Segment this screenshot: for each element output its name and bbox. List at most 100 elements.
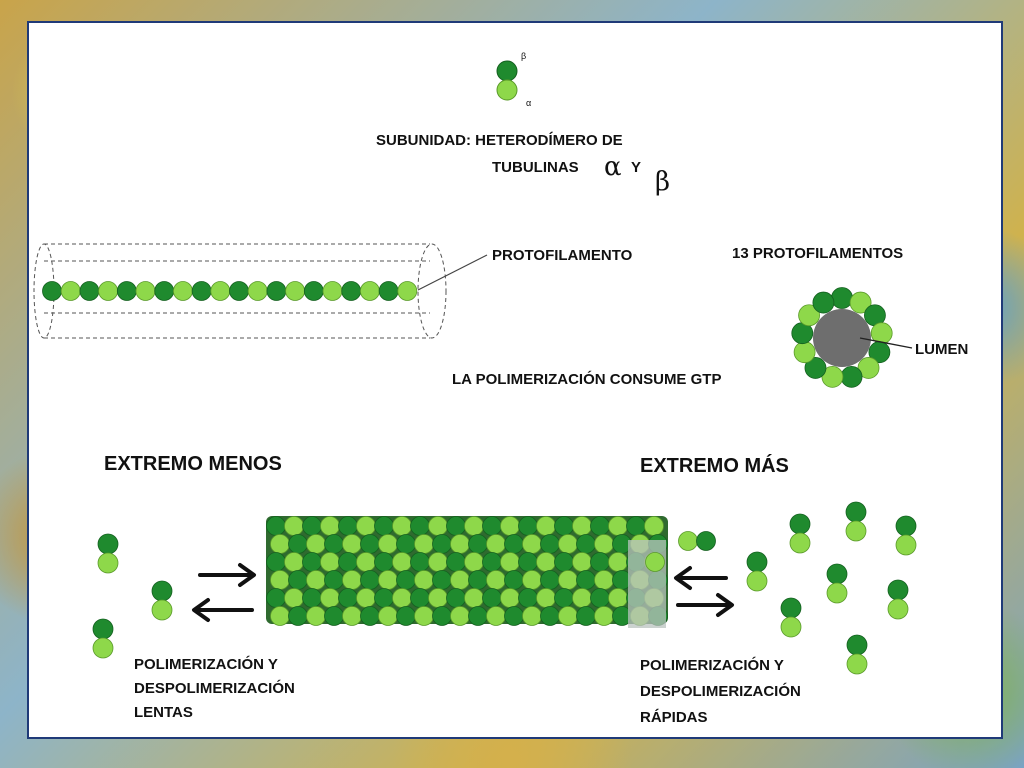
lattice-bead bbox=[518, 552, 538, 572]
lattice-bead bbox=[270, 606, 290, 626]
lattice-bead bbox=[464, 588, 484, 608]
free-dimer-beta bbox=[97, 533, 119, 555]
minus-end-title: EXTREMO MENOS bbox=[104, 453, 282, 475]
free-dimer-alpha bbox=[845, 520, 867, 542]
protofilament-pointer bbox=[417, 254, 488, 291]
free-dimer-alpha bbox=[151, 599, 173, 621]
lattice-bead bbox=[594, 606, 614, 626]
protofilament-bead bbox=[135, 281, 156, 301]
protofilament-bead bbox=[172, 281, 193, 301]
plus-polymerize-arrow bbox=[674, 566, 728, 590]
protofilament-bead bbox=[266, 281, 287, 301]
protofilament-bead bbox=[397, 281, 418, 301]
protofilament-bead bbox=[303, 281, 324, 301]
lattice-bead bbox=[576, 606, 596, 626]
ring-protofilament-bead bbox=[840, 365, 863, 388]
minus-end-caption-line1: POLIMERIZACIÓN Y bbox=[134, 655, 278, 673]
lattice-bead bbox=[410, 588, 430, 608]
lattice-bead bbox=[626, 516, 646, 536]
lattice-bead bbox=[356, 552, 376, 572]
free-dimer-beta bbox=[92, 618, 114, 640]
free-dimer-alpha bbox=[895, 534, 917, 556]
lattice-bead bbox=[342, 534, 362, 554]
protofilament-bead bbox=[378, 281, 399, 301]
lattice-bead bbox=[482, 552, 502, 572]
minus-end-arrows bbox=[192, 563, 256, 622]
plus-end-caption-line1: POLIMERIZACIÓN Y bbox=[640, 656, 784, 674]
minus-polymerize-arrow bbox=[198, 563, 256, 587]
lattice-bead bbox=[450, 534, 470, 554]
lattice-bead bbox=[540, 606, 560, 626]
lattice-bead bbox=[500, 588, 520, 608]
lattice-bead bbox=[590, 516, 610, 536]
lattice-bead bbox=[392, 516, 412, 536]
tip-bead bbox=[696, 531, 716, 551]
lattice-bead bbox=[554, 516, 574, 536]
beta-symbol: β bbox=[655, 167, 670, 197]
free-dimer-alpha bbox=[97, 552, 119, 574]
protofilament-label: PROTOFILAMENTO bbox=[492, 247, 633, 264]
free-dimer bbox=[895, 515, 917, 556]
protofilament-bead bbox=[247, 281, 268, 301]
ring-protofilament-bead bbox=[821, 365, 844, 388]
protofilament-bead bbox=[98, 281, 118, 301]
lattice-bead bbox=[608, 516, 628, 536]
lattice-bead bbox=[608, 588, 628, 608]
plus-end-title: EXTREMO MÁS bbox=[640, 454, 789, 477]
plus-end-caption-line3: RÁPIDAS bbox=[640, 709, 708, 726]
protofilament-bead bbox=[116, 281, 137, 301]
lattice-bead bbox=[536, 552, 556, 572]
lattice-bead bbox=[572, 588, 592, 608]
lattice-bead bbox=[410, 516, 430, 536]
protofilament-bead bbox=[285, 281, 306, 301]
ring-protofilament-bead bbox=[798, 304, 820, 327]
lattice-bead bbox=[320, 516, 340, 536]
plus-end-caption-line2: DESPOLIMERIZACIÓN bbox=[640, 682, 801, 700]
lattice-bead bbox=[450, 570, 470, 590]
lattice-bead bbox=[342, 606, 362, 626]
lattice-bead bbox=[396, 570, 416, 590]
lattice-bead bbox=[464, 516, 484, 536]
protofilament-bead bbox=[154, 281, 175, 301]
lattice-bead bbox=[432, 606, 452, 626]
free-dimer bbox=[887, 579, 909, 620]
free-dimer bbox=[789, 513, 811, 554]
ring-protofilament-bead bbox=[857, 357, 880, 379]
free-dimer-beta bbox=[789, 513, 811, 535]
lattice-bead bbox=[288, 534, 308, 554]
gtp-note: LA POLIMERIZACIÓN CONSUME GTP bbox=[452, 370, 721, 388]
alpha-symbol: α bbox=[604, 152, 622, 182]
lattice-bead bbox=[464, 552, 484, 572]
lattice-bead bbox=[536, 588, 556, 608]
protofilament-bead bbox=[210, 281, 231, 301]
protofilament-beads bbox=[42, 281, 418, 301]
lattice-bead bbox=[540, 534, 560, 554]
lattice-bead bbox=[378, 606, 398, 626]
lattice-bead bbox=[374, 516, 394, 536]
lattice-bead bbox=[302, 588, 322, 608]
lattice-bead bbox=[468, 570, 488, 590]
free-dimer-alpha bbox=[746, 570, 768, 592]
alpha-tubulin-bead bbox=[496, 79, 518, 101]
conjunction-y: Y bbox=[631, 159, 641, 176]
lattice-bead bbox=[594, 570, 614, 590]
lattice-bead bbox=[504, 606, 524, 626]
lattice-bead bbox=[374, 552, 394, 572]
lattice-bead bbox=[558, 606, 578, 626]
lattice-bead bbox=[522, 606, 542, 626]
ring-protofilament-bead bbox=[812, 291, 835, 314]
tip-bead bbox=[645, 552, 665, 572]
minus-end-caption-line2: DESPOLIMERIZACIÓN bbox=[134, 679, 295, 697]
minus-depolymerize-arrow bbox=[192, 598, 254, 622]
lattice-bead bbox=[360, 534, 380, 554]
lattice-bead bbox=[504, 570, 524, 590]
lattice-bead bbox=[392, 552, 412, 572]
lattice-bead bbox=[266, 516, 286, 536]
lattice-bead bbox=[284, 588, 304, 608]
free-dimer bbox=[826, 563, 848, 604]
protofilament-bead bbox=[322, 281, 343, 301]
lattice-bead bbox=[410, 552, 430, 572]
lattice-bead bbox=[522, 534, 542, 554]
free-dimer bbox=[846, 634, 868, 675]
